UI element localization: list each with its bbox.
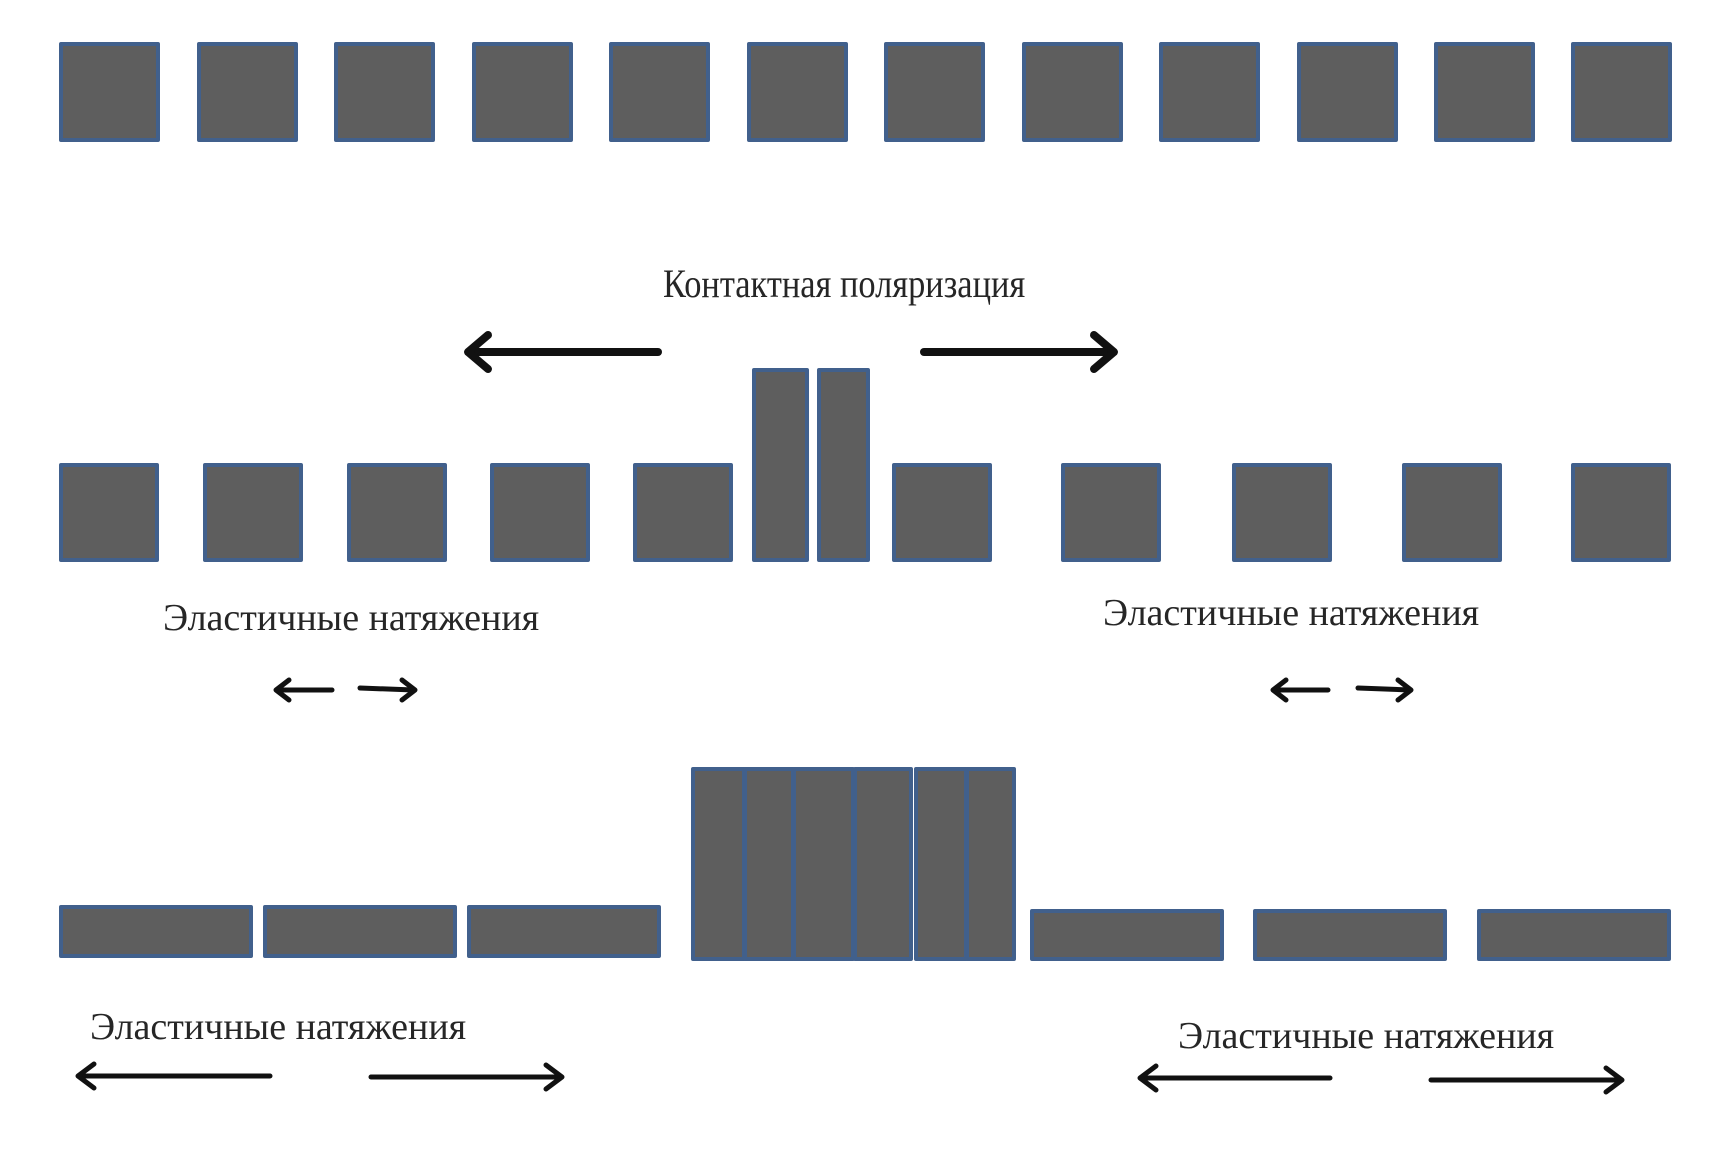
cell	[1022, 42, 1123, 142]
flattened-cell	[263, 905, 457, 958]
cell	[1402, 463, 1502, 562]
flattened-cell	[467, 905, 661, 958]
bottom-right-arrow-left-icon	[1137, 1063, 1333, 1093]
cell	[197, 42, 298, 142]
contact-polarization-label: Контактная поляризация	[663, 261, 1026, 306]
cell	[892, 463, 992, 562]
flattened-cell	[1253, 909, 1447, 961]
mid-left-small-arrow-left-icon	[273, 677, 335, 703]
flattened-cell	[59, 905, 253, 958]
mid-right-small-arrow-left-icon	[1270, 677, 1331, 703]
elastic-tension-label-mid-right: Эластичные натяжения	[1103, 592, 1480, 634]
polarization-arrow-right-icon	[920, 331, 1118, 373]
flattened-cell	[1477, 909, 1671, 961]
cell	[472, 42, 573, 142]
polarized-cell	[817, 368, 870, 562]
elastic-tension-label-bottom-left: Эластичные натяжения	[90, 1006, 467, 1048]
cell	[1571, 463, 1671, 562]
cell	[1159, 42, 1260, 142]
elongated-cell	[853, 767, 913, 961]
cell	[1061, 463, 1161, 562]
bottom-left-arrow-left-icon	[75, 1061, 273, 1091]
elastic-tension-label-bottom-right: Эластичные натяжения	[1178, 1015, 1555, 1057]
cell	[1232, 463, 1332, 562]
elongated-cell	[792, 767, 855, 961]
flattened-cell	[1030, 909, 1224, 961]
cell	[747, 42, 848, 142]
cell	[490, 463, 590, 562]
cell	[609, 42, 710, 142]
polarized-cell	[752, 368, 809, 562]
elastic-tension-label-mid-left: Эластичные натяжения	[163, 597, 540, 639]
cell	[59, 42, 160, 142]
cell	[203, 463, 303, 562]
bottom-left-arrow-right-icon	[368, 1062, 565, 1092]
cell	[633, 463, 733, 562]
cell	[884, 42, 985, 142]
cell	[1434, 42, 1535, 142]
mid-left-small-arrow-right-icon	[357, 677, 418, 703]
cell	[1297, 42, 1398, 142]
polarization-arrow-left-icon	[464, 331, 662, 373]
cell	[59, 463, 159, 562]
bottom-right-arrow-right-icon	[1428, 1065, 1625, 1095]
cell	[334, 42, 435, 142]
elongated-cell	[965, 767, 1016, 961]
mid-right-small-arrow-right-icon	[1355, 677, 1414, 703]
cell	[1571, 42, 1672, 142]
cell	[347, 463, 447, 562]
